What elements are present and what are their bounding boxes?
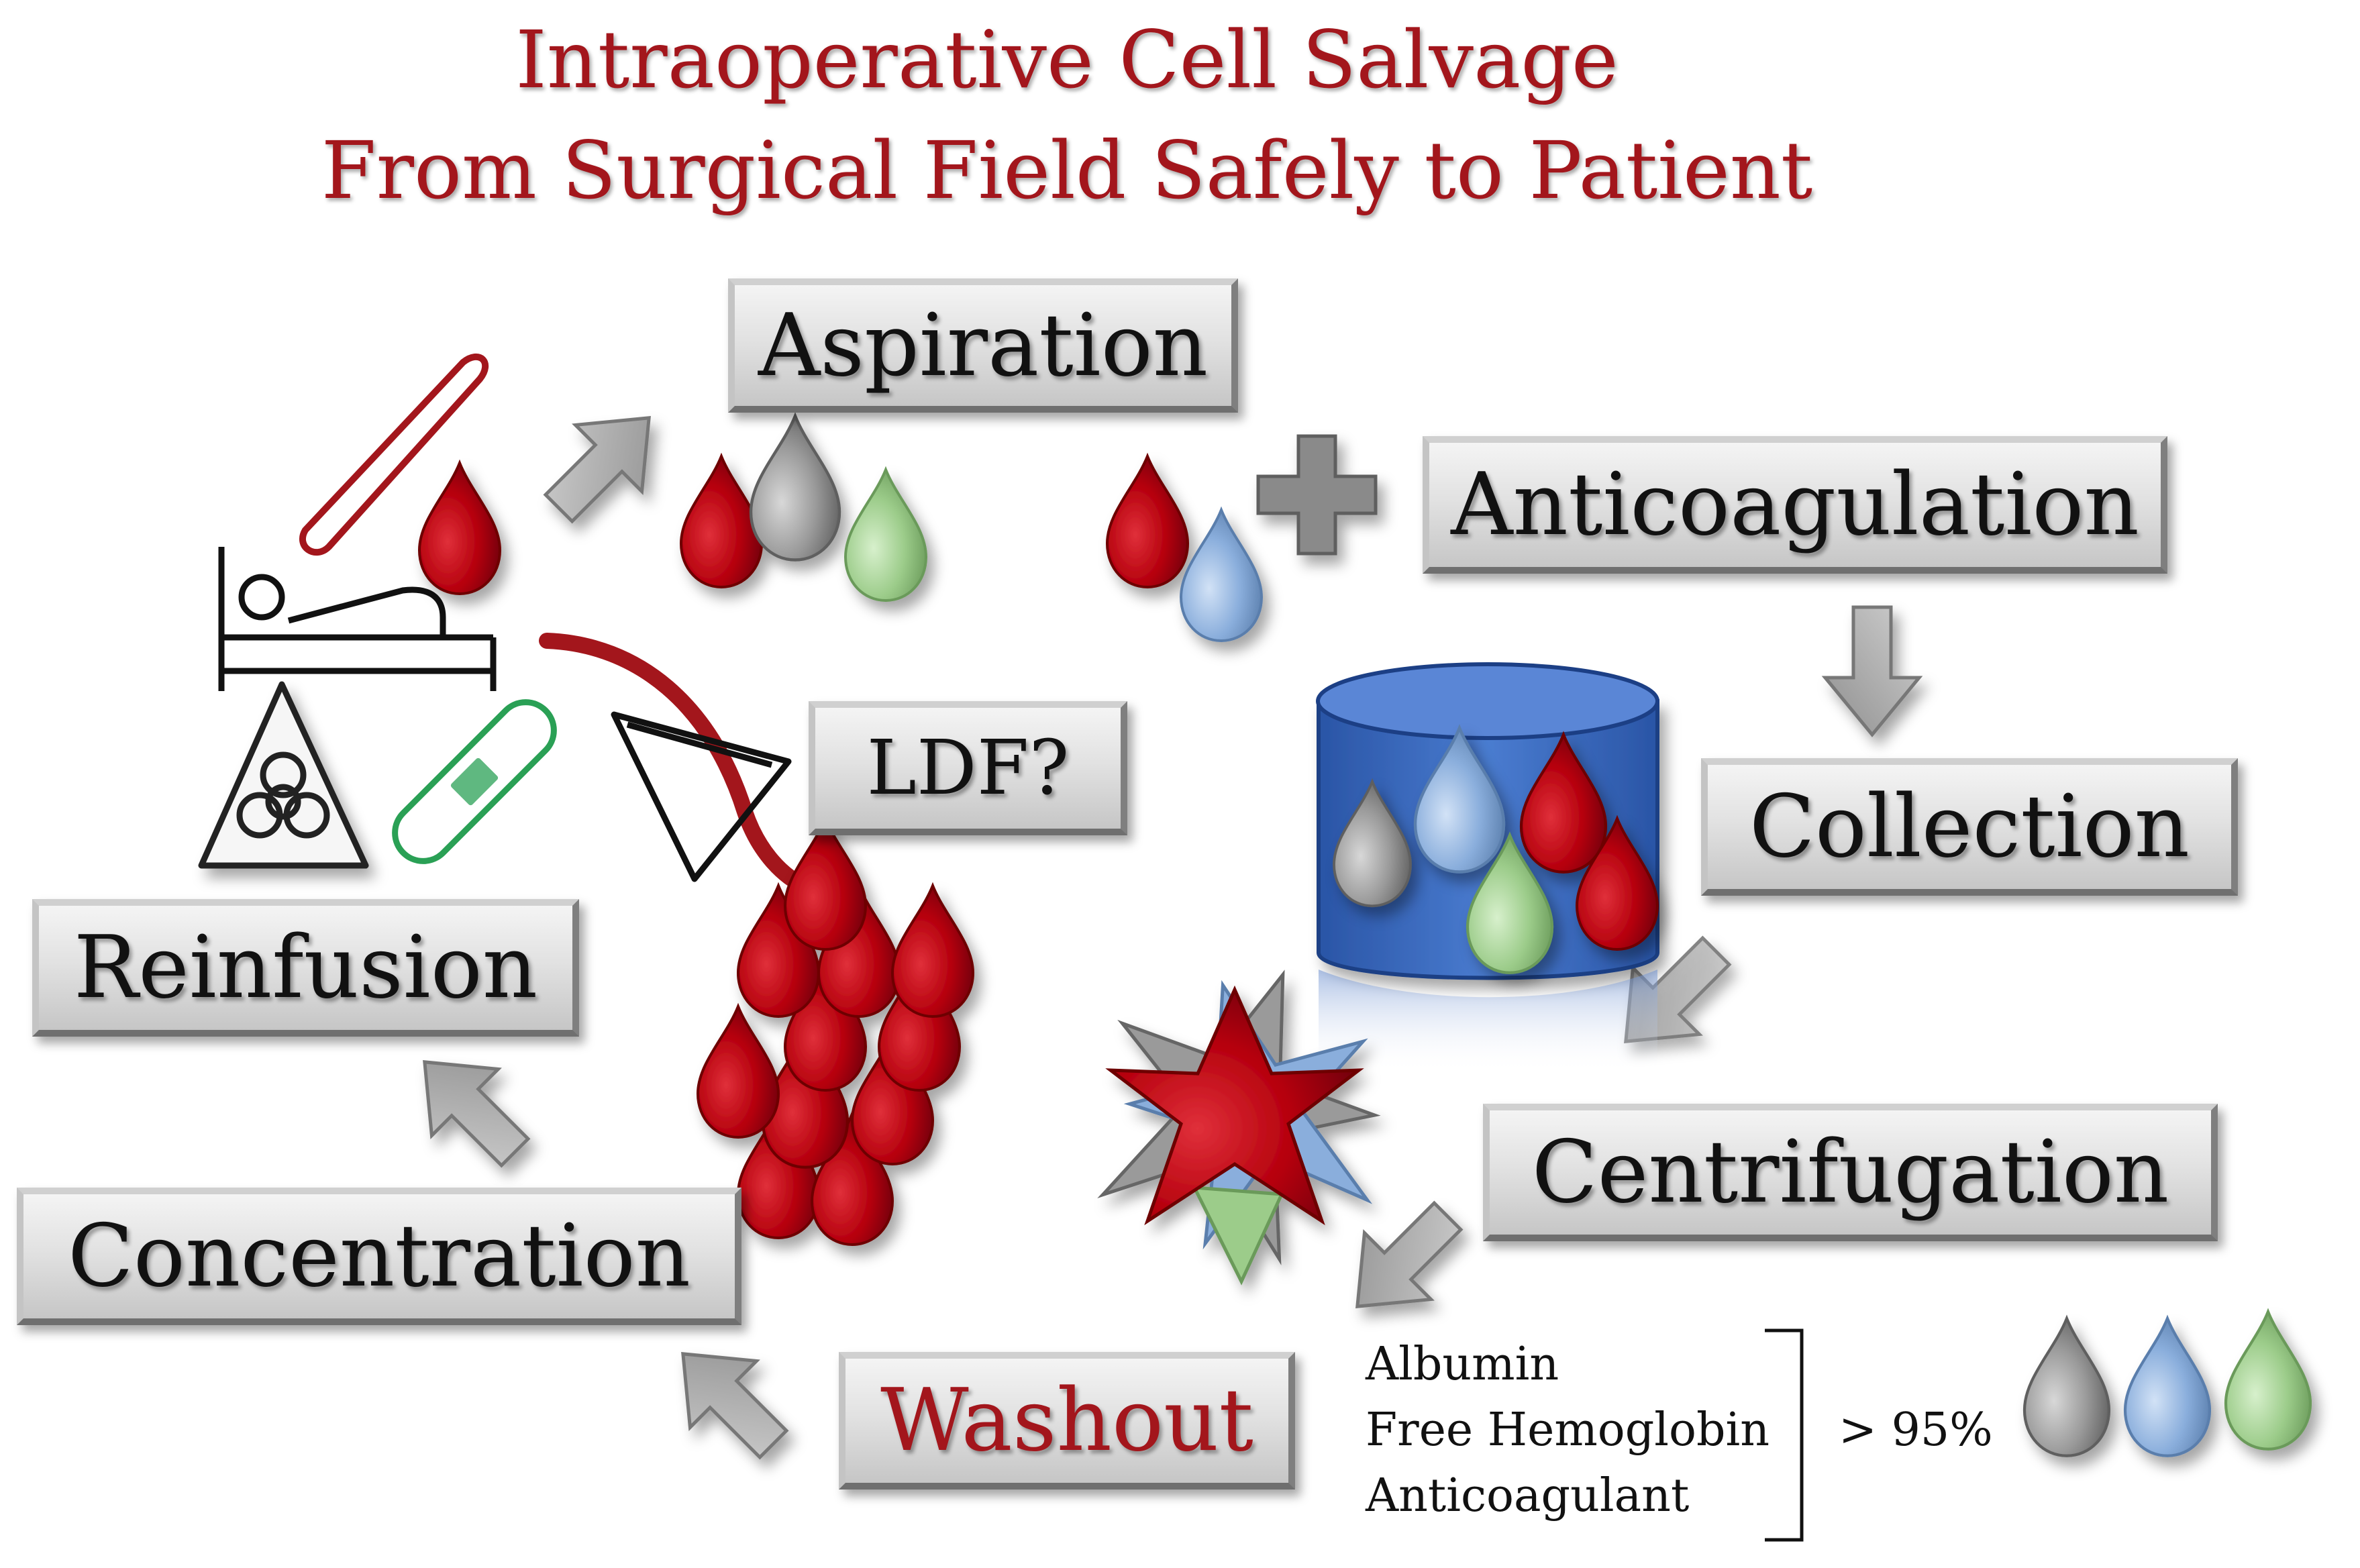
patient-bed-icon xyxy=(218,547,497,691)
arrow-to-aspiration xyxy=(543,416,651,524)
arrow-to-collection xyxy=(1821,605,1923,737)
removed-item-free-hemoglobin: Free Hemoglobin xyxy=(1366,1404,1770,1457)
arrow-to-concentration xyxy=(681,1352,789,1460)
step-ldf: LDF? xyxy=(809,701,1127,835)
blood-drop-icon xyxy=(844,468,927,602)
centrifuge-rotor xyxy=(1097,970,1381,1286)
step-centrifugation: Centrifugation xyxy=(1483,1104,2218,1241)
plus-icon xyxy=(1256,434,1378,556)
title-line-1: Intraoperative Cell Salvage xyxy=(515,13,1619,106)
biohazard-icon xyxy=(198,681,369,869)
step-washout: Washout xyxy=(839,1352,1295,1489)
blood-drop-icon xyxy=(2024,1318,2109,1456)
brace xyxy=(1765,1328,1804,1542)
arrow-to-washout xyxy=(1355,1200,1464,1308)
step-concentration: Concentration xyxy=(17,1188,741,1325)
blood-drop-icon xyxy=(680,455,763,588)
blood-drop-icon xyxy=(2226,1312,2310,1449)
blood-drop-icon xyxy=(2125,1318,2210,1456)
step-aspiration: Aspiration xyxy=(728,278,1238,413)
removed-percentage: > 95% xyxy=(1839,1404,1993,1457)
step-collection: Collection xyxy=(1701,758,2238,896)
removed-item-albumin: Albumin xyxy=(1366,1338,1559,1391)
blood-drop-icon xyxy=(418,462,501,595)
blood-drop-icon xyxy=(891,884,974,1018)
blood-drop-icon xyxy=(1180,509,1263,642)
blood-drop-icon xyxy=(1106,455,1189,588)
suction-tube xyxy=(539,633,813,894)
bandage-icon xyxy=(392,699,557,864)
blood-drop-icon xyxy=(697,1005,780,1139)
step-reinfusion: Reinfusion xyxy=(32,899,579,1037)
filter-icon xyxy=(611,711,792,882)
scalpel-icon xyxy=(299,353,489,556)
arrow-to-reinfusion xyxy=(423,1060,531,1168)
blood-drop-icon xyxy=(751,416,839,560)
blood-drop-icon xyxy=(784,817,867,951)
removed-item-anticoagulant: Anticoagulant xyxy=(1366,1469,1690,1522)
title-line-2: From Surgical Field Safely to Patient xyxy=(321,124,1813,217)
step-anticoagulation: Anticoagulation xyxy=(1423,436,2167,574)
